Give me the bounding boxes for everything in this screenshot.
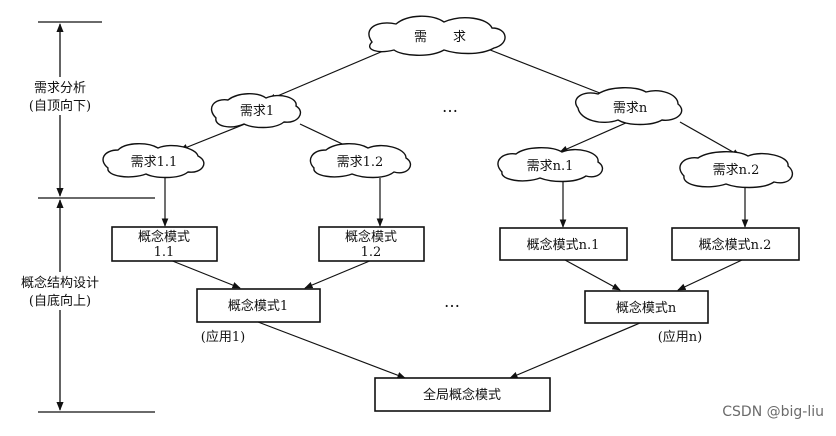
watermark: CSDN @big-liu bbox=[722, 404, 824, 420]
side-label-top-bg bbox=[12, 77, 110, 115]
cloud-req-n-2 bbox=[679, 151, 793, 189]
box-cm-1 bbox=[196, 288, 321, 323]
side-label-bottom-bg bbox=[4, 272, 116, 310]
box-cm-n-label: 概念模式n bbox=[616, 300, 677, 316]
cloud-req-1-1 bbox=[102, 143, 205, 179]
cloud-req-n bbox=[575, 87, 683, 126]
cloud-req-1 bbox=[210, 93, 302, 129]
box-cm-n-2 bbox=[671, 227, 800, 261]
side-label-bottom-up: (自底向上) bbox=[29, 293, 91, 309]
cloud-root-label: 需 求 bbox=[414, 30, 466, 45]
box-cm-1-2 bbox=[318, 226, 425, 262]
box-cm-n bbox=[584, 290, 709, 324]
ellipsis-top: … bbox=[442, 97, 458, 116]
box-cm-1-1-line2: 1.1 bbox=[154, 245, 175, 260]
box-cm-n-1 bbox=[499, 227, 628, 261]
box-cm-n-2-label: 概念模式n.2 bbox=[699, 237, 772, 253]
box-cm-1-1-line1: 概念模式 bbox=[138, 229, 190, 245]
cloud-req-n-2-label: 需求n.2 bbox=[713, 163, 760, 178]
app-n-label: (应用n) bbox=[658, 329, 703, 345]
cloud-req-n-label: 需求n bbox=[613, 101, 648, 116]
side-label-analysis: 需求分析 bbox=[34, 81, 86, 96]
box-cm-n-1-label: 概念模式n.1 bbox=[527, 237, 600, 253]
cloud-req-1-2-label: 需求1.2 bbox=[337, 155, 384, 170]
box-global bbox=[374, 377, 551, 412]
app-1-label: (应用1) bbox=[201, 329, 245, 345]
cloud-root bbox=[368, 15, 506, 56]
box-cm-1-label: 概念模式1 bbox=[228, 298, 288, 314]
cloud-req-n-1 bbox=[497, 147, 604, 183]
ellipsis-middle: … bbox=[444, 292, 460, 311]
box-global-label: 全局概念模式 bbox=[423, 387, 501, 403]
box-cm-1-2-line2: 1.2 bbox=[361, 245, 382, 260]
cloud-req-1-label: 需求1 bbox=[240, 104, 274, 119]
cloud-req-1-2 bbox=[309, 143, 412, 179]
cloud-req-n-1-label: 需求n.1 bbox=[527, 159, 574, 174]
box-cm-1-1 bbox=[111, 226, 218, 262]
connector-lines bbox=[161, 45, 749, 379]
side-label-top-down: (自顶向下) bbox=[29, 98, 91, 114]
cloud-req-1-1-label: 需求1.1 bbox=[131, 155, 178, 170]
box-cm-1-2-line1: 概念模式 bbox=[345, 229, 397, 245]
side-label-design: 概念结构设计 bbox=[21, 275, 99, 291]
